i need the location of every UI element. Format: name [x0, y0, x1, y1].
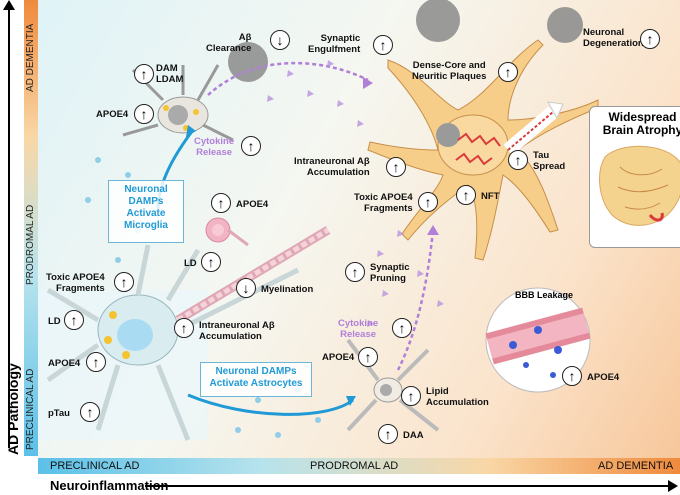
- oligodendrocyte: [205, 217, 249, 247]
- nft-label: NFT: [481, 191, 500, 202]
- cytokine-particles: [267, 60, 444, 327]
- apoe4-microglia-label: APOE4: [96, 109, 129, 120]
- x-axis: Neuroinflammation: [0, 476, 680, 495]
- intraneuronal-abeta-left-label: Intraneuronal Aβ Accumulation: [199, 320, 275, 342]
- abeta-clearance-down-icon: ↓: [270, 30, 290, 50]
- y-axis: AD Pathology: [0, 0, 40, 470]
- y-axis-line: [8, 8, 10, 448]
- brain-slice-icon: [599, 145, 680, 226]
- apoe4-astro-label: APOE4: [322, 352, 355, 363]
- apoe4-microglia-up-icon: ↑: [134, 104, 154, 124]
- dam-ldam-label: DAM LDAM: [156, 63, 184, 85]
- dense-core-plaques-up-icon: ↑: [498, 62, 518, 82]
- lipid-accumulation-up-icon: ↑: [401, 386, 421, 406]
- intraneuronal-abeta-top-up-icon: ↑: [386, 157, 406, 177]
- ld-left-up-icon: ↑: [64, 310, 84, 330]
- ld-oligo-label: LD: [184, 258, 197, 269]
- cytokine-release-mid-up-icon: ↑: [392, 318, 412, 338]
- x-stage-bar: [38, 458, 680, 474]
- ld-left-label: LD: [48, 316, 61, 327]
- toxic-apoe4-top-label: Toxic APOE4 Fragments: [354, 192, 413, 214]
- neuronal-damps-astro-box: Neuronal DAMPs Activate Astrocytes: [200, 362, 312, 397]
- tau-spread-label: Tau Spread: [533, 150, 566, 172]
- synaptic-engulfment-label: Synaptic Engulfment: [308, 33, 361, 55]
- y-stage-preclinical: PRECLINICAL AD: [25, 368, 36, 450]
- cytokine-release-top-up-icon: ↑: [241, 136, 261, 156]
- microglia-top: [122, 64, 234, 142]
- tau-spread-up-icon: ↑: [508, 150, 528, 170]
- neuronal-damps-microglia-box: Neuronal DAMPs Activate Microglia: [108, 180, 184, 243]
- apoe4-bbb-up-icon: ↑: [562, 366, 582, 386]
- plaques: [228, 0, 583, 82]
- apoe4-bbb-label: APOE4: [587, 372, 620, 383]
- x-stage-dementia: AD DEMENTIA: [598, 460, 674, 472]
- y-axis-label: AD Pathology: [5, 363, 21, 455]
- cytokine-release-top-label: Cytokine Release: [194, 136, 235, 158]
- ld-oligo-up-icon: ↑: [201, 252, 221, 272]
- y-stage-prodromal: PRODROMAL AD: [25, 204, 36, 285]
- nft-up-icon: ↑: [456, 185, 476, 205]
- bbb-leakage-label: BBB Leakage: [515, 290, 574, 300]
- axon: [175, 226, 331, 324]
- cytokine-release-mid-label: Cytokine Release: [338, 318, 379, 340]
- dense-core-plaques-label: Dense-Core and Neuritic Plaques: [412, 60, 487, 82]
- apoe4-left-up-icon: ↑: [86, 352, 106, 372]
- neuron-left: [46, 244, 300, 441]
- y-stage-bar: [24, 0, 38, 456]
- x-axis-label: Neuroinflammation: [50, 478, 169, 493]
- ptau-up-icon: ↑: [80, 402, 100, 422]
- apoe4-left-label: APOE4: [48, 358, 81, 369]
- bbb-vessel: [485, 287, 591, 393]
- neuronal-degeneration-up-icon: ↑: [640, 29, 660, 49]
- abeta-clearance-label: Aβ Clearance: [206, 32, 252, 54]
- myelination-label: Myelination: [261, 284, 314, 295]
- atrophy-title: Widespread Brain Atrophy: [602, 110, 680, 137]
- toxic-apoe4-left-label: Toxic APOE4 Fragments: [46, 272, 105, 294]
- daa-up-icon: ↑: [378, 424, 398, 444]
- synaptic-engulfment-up-icon: ↑: [373, 35, 393, 55]
- apoe4-astro-up-icon: ↑: [358, 347, 378, 367]
- atrophy-card: Widespread Brain Atrophy: [589, 106, 680, 248]
- toxic-apoe4-left-up-icon: ↑: [114, 272, 134, 292]
- ptau-label: pTau: [48, 408, 70, 419]
- intraneuronal-abeta-top-label: Intraneuronal Aβ Accumulation: [294, 156, 370, 178]
- y-axis-arrow-icon: [3, 0, 15, 10]
- synaptic-pruning-up-icon: ↑: [345, 262, 365, 282]
- dam-ldam-up-icon: ↑: [134, 64, 154, 84]
- x-axis-line: [145, 485, 670, 487]
- x-stage-prodromal: PRODROMAL AD: [310, 460, 399, 472]
- toxic-apoe4-top-up-icon: ↑: [418, 192, 438, 212]
- myelination-down-icon: ↓: [236, 278, 256, 298]
- lipid-accumulation-label: Lipid Accumulation: [426, 386, 489, 408]
- x-axis-arrow-icon: [668, 480, 678, 492]
- synaptic-pruning-label: Synaptic Pruning: [370, 262, 410, 284]
- daa-label: DAA: [403, 430, 424, 441]
- neuronal-degeneration-label: Neuronal Degeneration: [583, 27, 644, 49]
- intraneuronal-abeta-left-up-icon: ↑: [174, 318, 194, 338]
- x-stage-preclinical: PRECLINICAL AD: [50, 460, 140, 472]
- y-stage-dementia: AD DEMENTIA: [25, 23, 36, 92]
- apoe4-oligo-label: APOE4: [236, 199, 269, 210]
- apoe4-oligo-up-icon: ↑: [211, 193, 231, 213]
- diagram-panel: Aβ Clearance ↓ DAM LDAM ↑ APOE4 ↑ Synapt…: [38, 0, 680, 458]
